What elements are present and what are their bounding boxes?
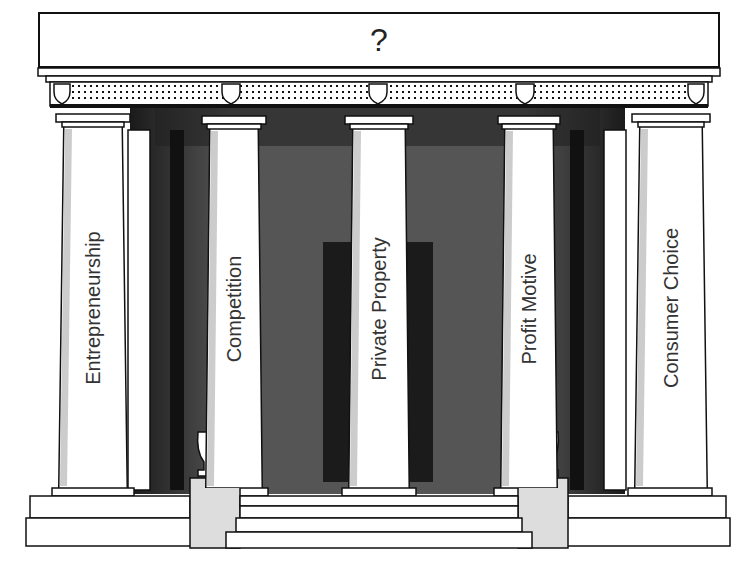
pediment-text: ?: [370, 22, 388, 59]
column-label: Competition: [223, 255, 246, 362]
temple-column: Profit Motive: [500, 129, 558, 488]
column-outline: [349, 129, 410, 488]
pediment-box: ?: [38, 12, 720, 68]
column-label: Consumer Choice: [660, 227, 683, 387]
temple-column: Entrepreneurship: [58, 127, 128, 488]
column-label: Profit Motive: [518, 253, 541, 364]
column-outline: [206, 129, 263, 488]
temple-column: Competition: [205, 129, 263, 488]
column-shading: [502, 131, 513, 486]
temple-column: Private Property: [348, 129, 410, 488]
column-label: Entrepreneurship: [82, 231, 105, 384]
temple-column: Consumer Choice: [634, 127, 708, 488]
column-outline: [635, 127, 708, 488]
column-outline: [501, 129, 558, 488]
column-label: Private Property: [368, 237, 391, 380]
column-shading: [636, 129, 648, 486]
column-shading: [207, 131, 218, 486]
column-outline: [59, 127, 128, 488]
column-shading: [60, 129, 72, 486]
column-shading: [350, 131, 361, 486]
